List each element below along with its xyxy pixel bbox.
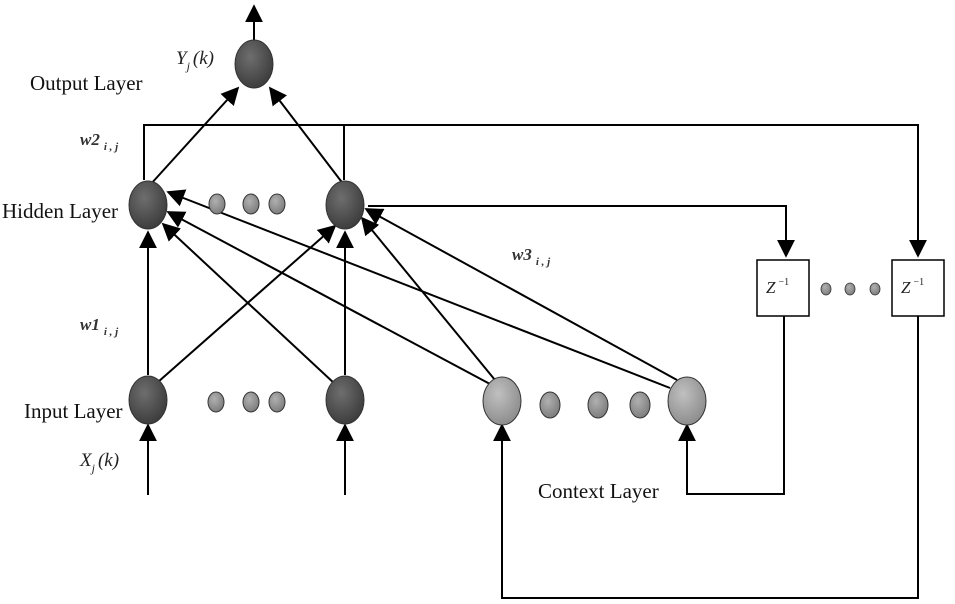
edge-c2-h1 bbox=[166, 189, 671, 389]
delay-ellipsis-dot bbox=[869, 282, 881, 296]
context-layer-label: Context Layer bbox=[538, 479, 659, 503]
context-ellipsis-dot bbox=[629, 391, 651, 419]
context-ellipsis-dot bbox=[539, 391, 561, 419]
output-layer-label: Output Layer bbox=[30, 71, 143, 95]
edge-delay2-to-c1 bbox=[493, 316, 919, 599]
delay-ellipsis-dot bbox=[844, 282, 856, 296]
hidden-node-2 bbox=[325, 180, 365, 230]
hidden-layer-label: Hidden Layer bbox=[2, 199, 118, 223]
input-layer-label: Input Layer bbox=[24, 399, 123, 423]
context-node-1 bbox=[482, 376, 522, 426]
input-variable: Xj(k) bbox=[79, 450, 119, 475]
svg-text:Z−1: Z−1 bbox=[901, 277, 924, 297]
delay-exponent: −1 bbox=[913, 277, 924, 288]
math-labels: Yj(k) Xj(k) bbox=[79, 48, 214, 475]
input-ellipsis-dot bbox=[242, 391, 260, 413]
layer-labels: Output Layer Hidden Layer Input Layer Co… bbox=[2, 71, 659, 503]
delay-exponent: −1 bbox=[778, 277, 789, 288]
edge-h1-to-delay2 bbox=[143, 124, 927, 258]
input-ellipsis-dot bbox=[268, 391, 286, 413]
hidden-ellipsis-dot bbox=[242, 193, 260, 215]
edge-in2-h1 bbox=[161, 222, 336, 385]
input-ellipsis-dot bbox=[207, 391, 225, 413]
delay-box-1 bbox=[756, 259, 810, 317]
context-node-2 bbox=[667, 376, 707, 426]
context-ellipsis-dot bbox=[587, 391, 609, 419]
connections bbox=[139, 4, 927, 599]
edge-h2-to-delay1 bbox=[368, 205, 795, 258]
edge-delay1-to-c2 bbox=[678, 316, 785, 495]
hidden-ellipsis-dot bbox=[268, 193, 286, 215]
delay-boxes: Z−1 Z−1 bbox=[756, 259, 945, 317]
hidden-ellipsis-dot bbox=[208, 193, 226, 215]
edge-c1-h2 bbox=[360, 216, 496, 381]
edge-h2-out bbox=[268, 86, 345, 186]
edge-c1-h1 bbox=[166, 211, 491, 385]
delay-box-2 bbox=[891, 259, 945, 317]
delay-symbol: Z bbox=[901, 278, 911, 297]
delay-ellipsis-dot bbox=[820, 282, 832, 296]
input-node-1 bbox=[128, 375, 168, 425]
delay-symbol: Z bbox=[766, 278, 776, 297]
hidden-node-1 bbox=[128, 180, 168, 230]
edge-in1-h2 bbox=[157, 224, 337, 383]
output-node bbox=[234, 39, 274, 89]
svg-text:Z−1: Z−1 bbox=[766, 277, 789, 297]
input-node-2 bbox=[325, 375, 365, 425]
output-variable: Yj(k) bbox=[176, 48, 214, 73]
nodes bbox=[128, 39, 707, 426]
edge-c2-h2 bbox=[364, 208, 678, 381]
edge-h1-out bbox=[149, 86, 240, 186]
